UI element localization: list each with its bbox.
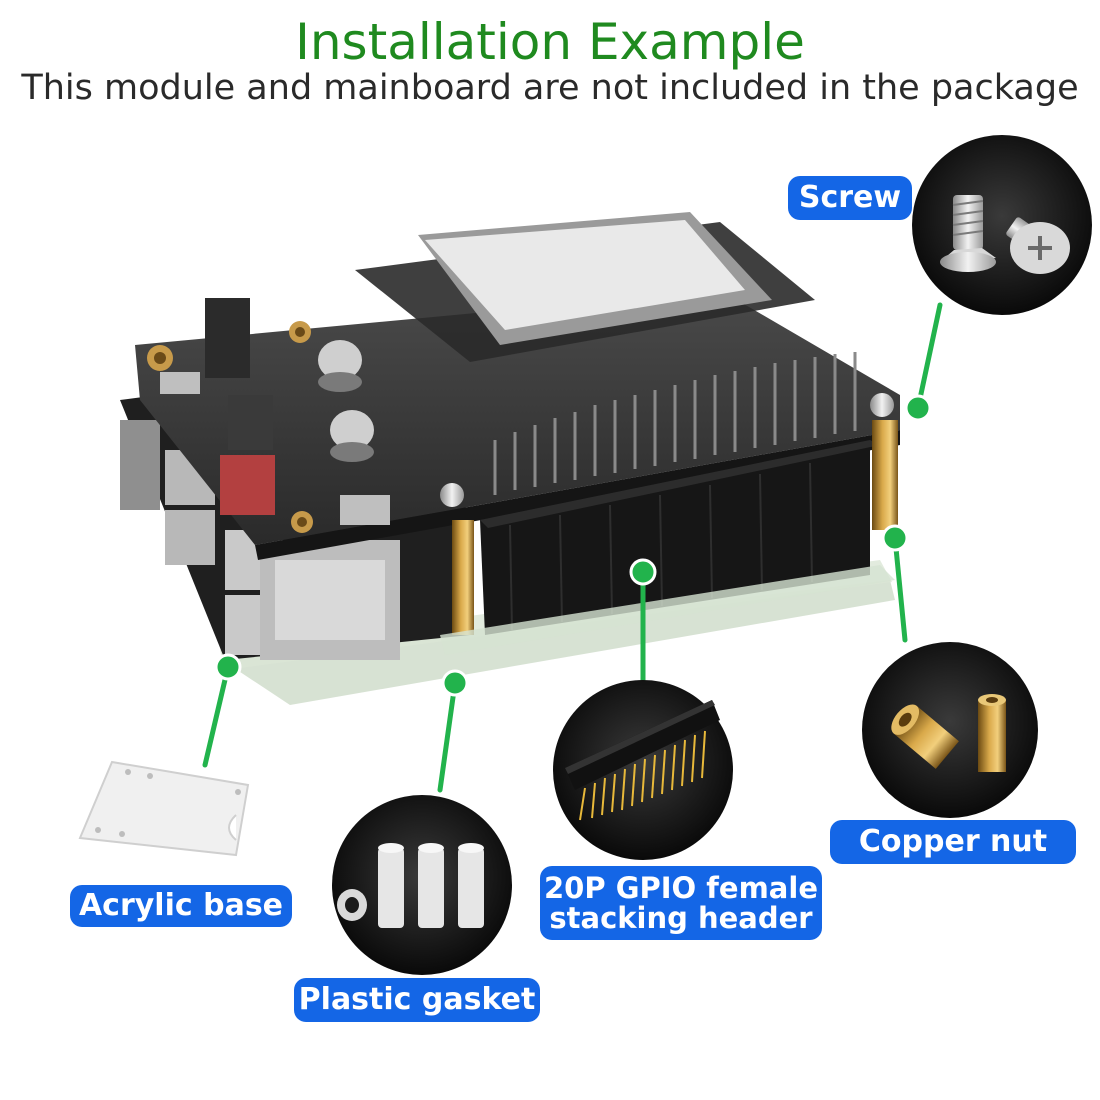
board-assembly [120,212,900,705]
copper-nut-label-text: Copper nut [858,824,1048,860]
gpio-header-label: 20P GPIO female stacking header [540,866,822,940]
acrylic-base-label-text: Acrylic base [78,888,284,924]
screw-detail [912,135,1092,315]
gpio-header-detail [553,680,733,860]
plastic-gasket-detail [332,795,512,975]
acrylic-base-plate [78,760,250,857]
page-subtitle: This module and mainboard are not includ… [21,68,1079,108]
acrylic-base-label: Acrylic base [70,885,292,927]
plastic-gasket-label: Plastic gasket [294,978,540,1022]
leader-dots [214,394,932,697]
screw-label: Screw [788,176,912,220]
gpio-header-label-line1: 20P GPIO female [544,870,818,905]
copper-nut-label: Copper nut [830,820,1076,864]
gpio-header-label-line2: stacking header [549,901,813,935]
plastic-gasket-label-text: Plastic gasket [298,982,536,1018]
screw-label-text: Screw [798,180,902,216]
page-title: Installation Example [295,13,805,71]
copper-nut-detail [862,642,1038,818]
leader-lines [202,302,943,793]
gpio-pins [493,352,857,495]
